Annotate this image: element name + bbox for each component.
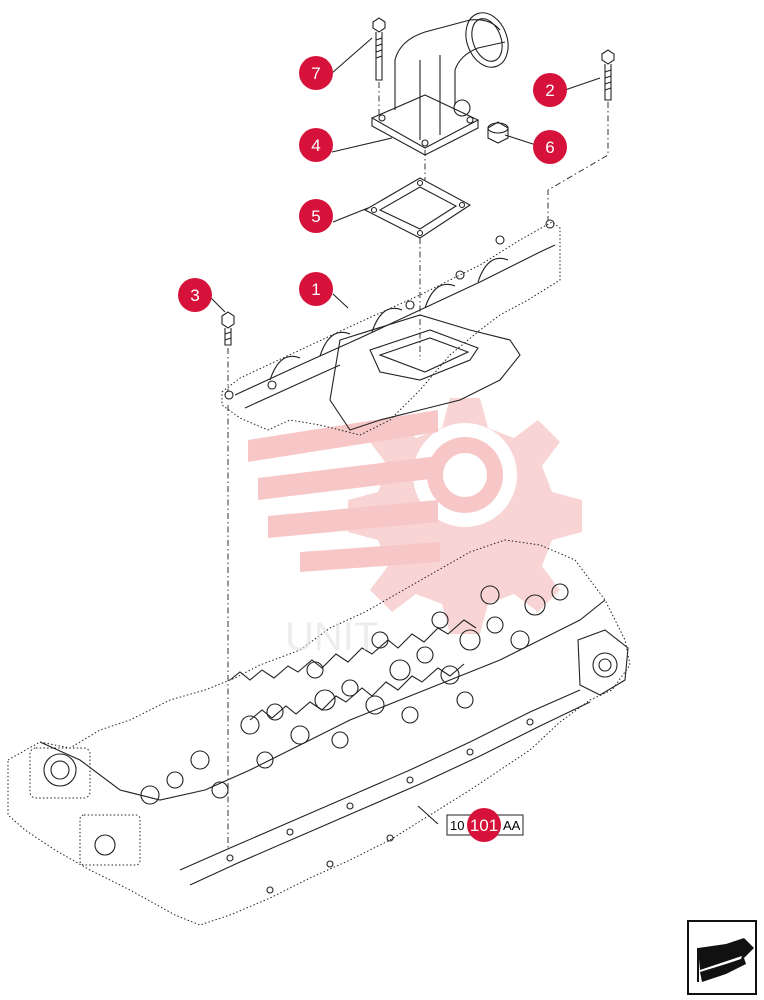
reference-badge: 101 [470, 816, 498, 835]
bolt-7 [372, 17, 386, 81]
callout-3-label: 3 [190, 286, 199, 305]
callout-7[interactable]: 7 [299, 56, 333, 90]
reference-right: AA [503, 818, 521, 833]
callout-5[interactable]: 5 [299, 199, 333, 233]
callout-1[interactable]: 1 [299, 272, 333, 306]
cylinder-head: UNIT [7, 539, 631, 926]
next-page-arrow-icon[interactable] [687, 920, 757, 995]
callout-3[interactable]: 3 [178, 278, 212, 312]
callout-4-label: 4 [311, 136, 320, 155]
callout-4[interactable]: 4 [299, 128, 333, 162]
callout-6[interactable]: 6 [533, 130, 567, 164]
assembly-lines [227, 82, 609, 850]
bolt-3 [221, 311, 235, 346]
plug [487, 121, 509, 144]
intake-manifold [221, 219, 561, 436]
reference-left: 10 [450, 818, 464, 833]
watermark-logo [248, 398, 582, 634]
gasket [363, 177, 472, 239]
callout-5-label: 5 [311, 207, 320, 226]
leader-lines [209, 37, 601, 825]
callout-2[interactable]: 2 [533, 73, 567, 107]
callout-6-label: 6 [545, 138, 554, 157]
bolt-2 [601, 49, 615, 101]
callout-2-label: 2 [545, 81, 554, 100]
reference-callout[interactable]: 10 AA 101 [446, 808, 524, 842]
svg-text:UNIT: UNIT [285, 615, 378, 659]
callout-1-label: 1 [311, 280, 320, 299]
callout-7-label: 7 [311, 64, 320, 83]
